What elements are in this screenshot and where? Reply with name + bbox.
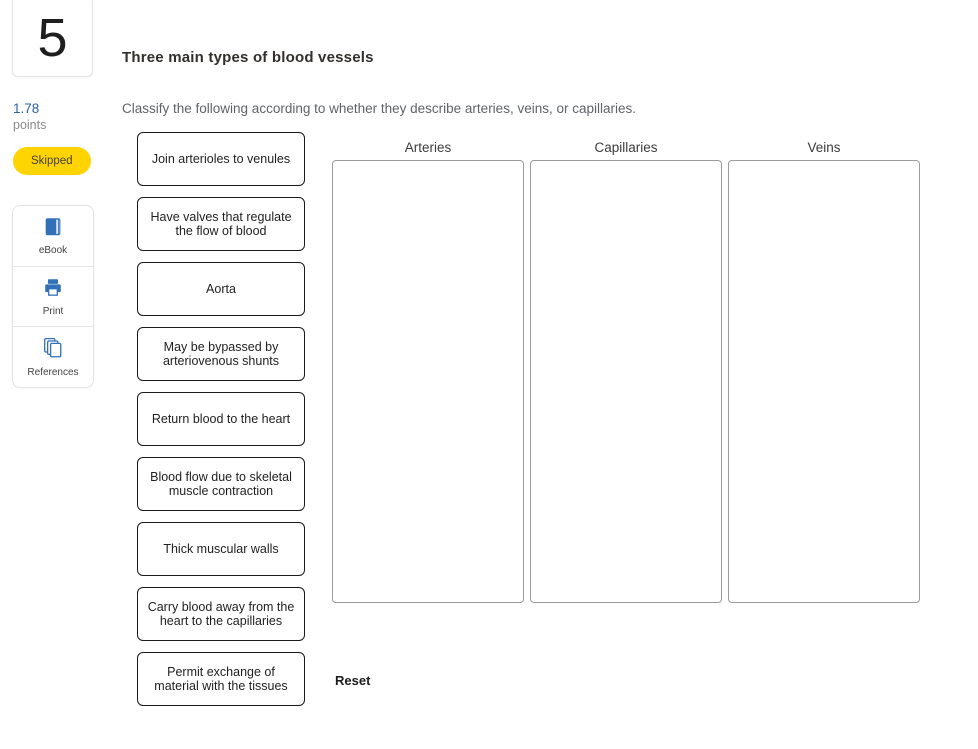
- draggable-item[interactable]: Have valves that regulate the flow of bl…: [137, 197, 305, 251]
- tools-panel: eBook Print: [12, 205, 94, 388]
- zone-arteries-header: Arteries: [404, 140, 452, 155]
- points-block: 1.78 points: [13, 101, 46, 132]
- zone-arteries-dropbox[interactable]: [332, 160, 524, 603]
- zone-arteries: Arteries: [332, 140, 524, 603]
- ebook-icon: [42, 216, 64, 241]
- question-title: Three main types of blood vessels: [122, 49, 374, 66]
- reset-button[interactable]: Reset: [335, 673, 371, 688]
- draggable-item[interactable]: Permit exchange of material with the tis…: [137, 652, 305, 706]
- draggable-item[interactable]: Thick muscular walls: [137, 522, 305, 576]
- question-number: 5: [37, 7, 68, 68]
- zone-veins-header: Veins: [807, 140, 841, 155]
- zone-veins-dropbox[interactable]: [728, 160, 920, 603]
- draggable-items-column: Join arterioles to venules Have valves t…: [137, 132, 305, 717]
- zone-veins: Veins: [728, 140, 920, 603]
- draggable-item[interactable]: Aorta: [137, 262, 305, 316]
- zone-capillaries: Capillaries: [530, 140, 722, 603]
- ebook-label: eBook: [38, 244, 68, 256]
- drop-zones: Arteries Capillaries Veins: [332, 140, 920, 603]
- draggable-item[interactable]: Join arterioles to venules: [137, 132, 305, 186]
- references-label: References: [27, 367, 79, 379]
- ebook-button[interactable]: eBook: [13, 206, 93, 266]
- printer-icon: [42, 277, 64, 302]
- print-button[interactable]: Print: [13, 265, 93, 327]
- draggable-item[interactable]: Carry blood away from the heart to the c…: [137, 587, 305, 641]
- references-icon: [41, 336, 65, 363]
- question-instructions: Classify the following according to whet…: [122, 101, 636, 116]
- zone-capillaries-dropbox[interactable]: [530, 160, 722, 603]
- print-label: Print: [42, 305, 64, 317]
- zone-capillaries-header: Capillaries: [594, 140, 658, 155]
- points-label: points: [13, 117, 47, 132]
- status-badge: Skipped: [13, 147, 91, 175]
- references-button[interactable]: References: [13, 326, 93, 387]
- draggable-item[interactable]: Return blood to the heart: [137, 392, 305, 446]
- draggable-item[interactable]: May be bypassed by arteriovenous shunts: [137, 327, 305, 381]
- draggable-item[interactable]: Blood flow due to skeletal muscle contra…: [137, 457, 305, 511]
- question-number-card: 5: [12, 0, 93, 77]
- points-value: 1.78: [13, 101, 40, 116]
